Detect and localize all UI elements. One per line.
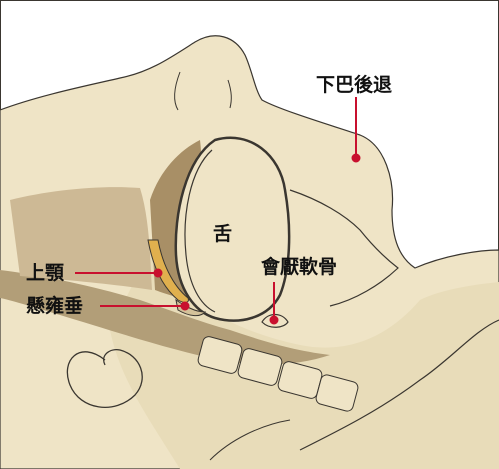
epiglottis-label: 會厭軟骨 bbox=[261, 258, 337, 277]
palate-label: 上顎 bbox=[26, 264, 64, 283]
leader-dot-epiglottis bbox=[271, 317, 278, 324]
leader-dot-palate bbox=[155, 270, 162, 277]
jaw-label: 下巴後退 bbox=[316, 76, 392, 95]
leader-dot-uvula bbox=[182, 303, 189, 310]
tongue-shape bbox=[176, 138, 289, 321]
uvula-label: 懸雍垂 bbox=[26, 297, 83, 316]
leader-dot-jaw bbox=[353, 155, 360, 162]
tongue-label: 舌 bbox=[213, 225, 232, 244]
